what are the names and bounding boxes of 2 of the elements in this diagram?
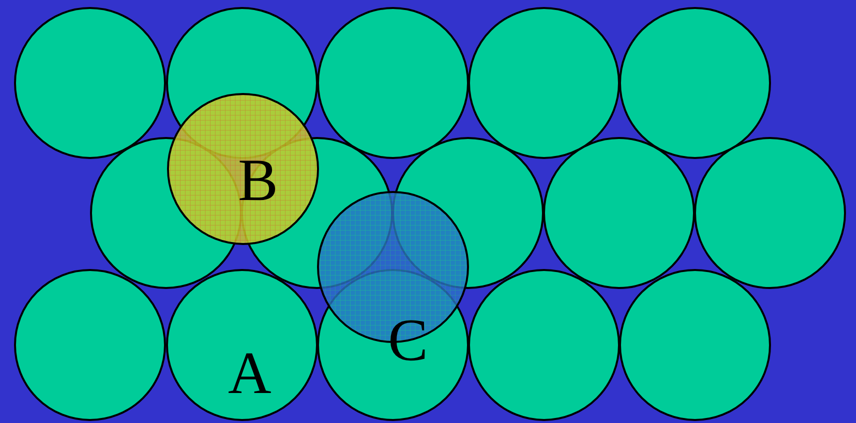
layer-label: A [228,343,272,403]
layer-label: B [238,150,278,210]
